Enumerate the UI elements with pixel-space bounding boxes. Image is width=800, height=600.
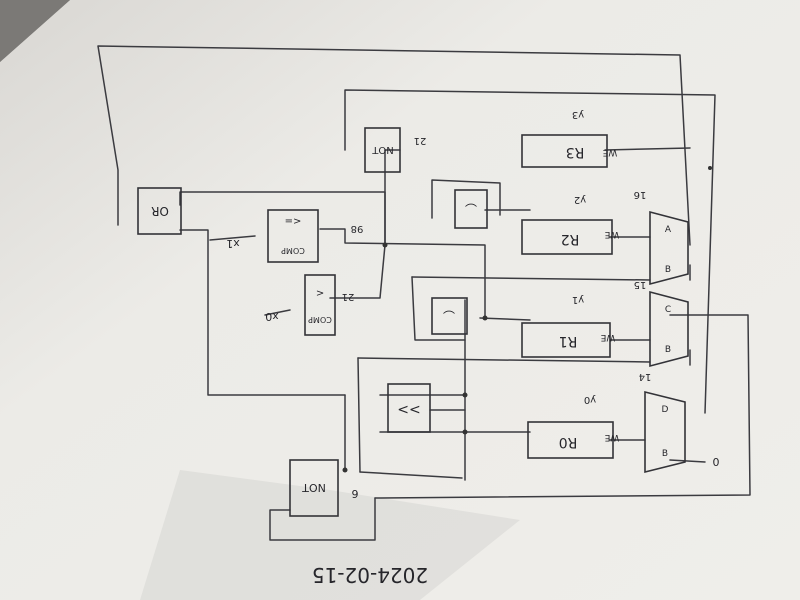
not-gate-bottom: NOT 6 <box>289 459 359 517</box>
svg-text:WE: WE <box>604 229 619 239</box>
svg-text:COMP: COMP <box>308 315 332 324</box>
svg-text:COMP: COMP <box>281 246 305 255</box>
shift-left-box: << <box>387 383 431 433</box>
comparator-x0: COMP < 21 x0 <box>265 274 355 336</box>
svg-text:y3: y3 <box>572 109 584 120</box>
svg-text:21: 21 <box>414 135 427 146</box>
svg-text:WE: WE <box>602 147 617 157</box>
svg-text:<<: << <box>397 402 420 418</box>
not-gate-top: NOT 21 <box>364 127 427 173</box>
wires <box>97 45 751 541</box>
svg-text:<=: <= <box>285 215 302 226</box>
svg-text:WE: WE <box>600 332 615 342</box>
svg-text:NOT: NOT <box>371 144 393 155</box>
svg-text:A: A <box>665 225 672 235</box>
svg-text:NOT: NOT <box>302 481 326 494</box>
svg-text:B: B <box>665 265 671 275</box>
svg-text:15: 15 <box>634 279 647 290</box>
svg-text:OR: OR <box>151 204 169 218</box>
svg-text:R1: R1 <box>559 333 578 349</box>
shifter-box-top: ⌒ <box>454 189 488 229</box>
svg-text:<: < <box>316 287 324 298</box>
svg-text:98: 98 <box>351 223 364 234</box>
register-r3: R3 WE y3 <box>521 109 617 168</box>
register-r2: R2 WE y2 <box>521 194 619 255</box>
svg-text:x1: x1 <box>226 237 240 250</box>
svg-text:C: C <box>665 305 671 315</box>
register-r0: R0 WE y0 <box>527 394 619 459</box>
mux-mid: C B 15 <box>634 279 689 368</box>
svg-text:R3: R3 <box>566 144 585 160</box>
or-gate-box: OR <box>137 187 182 235</box>
date-label: 2024-02-15 <box>312 563 428 587</box>
svg-text:y2: y2 <box>574 194 586 205</box>
shifter-box-mid: ⌒ <box>431 297 468 335</box>
svg-text:14: 14 <box>639 371 652 382</box>
svg-text:B: B <box>662 449 668 459</box>
svg-text:0: 0 <box>713 456 720 469</box>
svg-text:⌒: ⌒ <box>465 203 477 217</box>
svg-text:6: 6 <box>352 487 359 500</box>
paper-shadow <box>0 0 70 62</box>
svg-text:y1: y1 <box>572 294 584 305</box>
svg-text:B: B <box>665 345 671 355</box>
register-r1: R1 WE y1 <box>521 294 615 358</box>
svg-text:R0: R0 <box>559 434 578 450</box>
svg-text:x0: x0 <box>265 310 279 323</box>
junction-dots <box>342 166 712 473</box>
comparator-x1: COMP <= 98 x1 <box>226 209 364 263</box>
mux-top: A B 16 <box>634 189 689 286</box>
svg-text:R2: R2 <box>561 231 580 247</box>
svg-text:⌒: ⌒ <box>443 310 455 324</box>
svg-text:y0: y0 <box>584 394 596 405</box>
svg-text:16: 16 <box>634 189 647 200</box>
svg-text:21: 21 <box>342 291 355 302</box>
svg-text:WE: WE <box>604 432 619 442</box>
mux-bottom: D B 14 0 <box>639 371 720 474</box>
svg-text:D: D <box>662 405 669 415</box>
